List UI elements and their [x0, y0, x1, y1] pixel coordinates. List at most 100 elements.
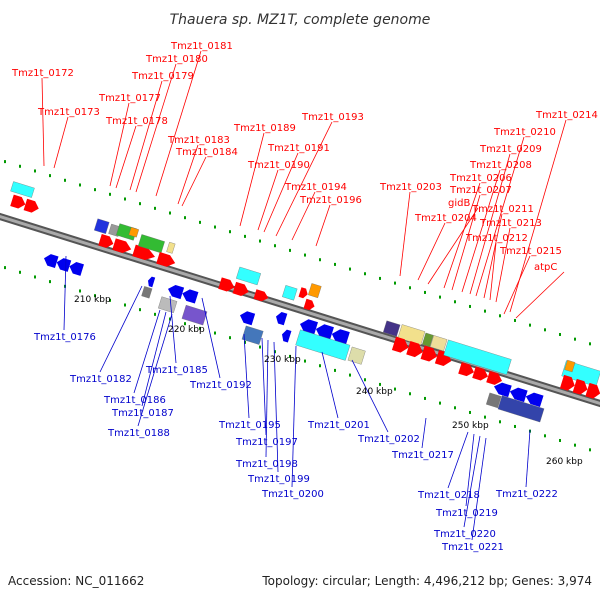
label-connector: [291, 345, 297, 488]
forward-tick: [199, 220, 201, 224]
gene-label[interactable]: Tmz1t_0209: [479, 144, 542, 155]
gene-label[interactable]: Tmz1t_0202: [357, 434, 420, 445]
label-connector: [503, 255, 531, 315]
gene-label[interactable]: Tmz1t_0206: [449, 173, 512, 184]
gene-label[interactable]: Tmz1t_0172: [11, 68, 74, 79]
forward-tick: [394, 281, 396, 285]
gene-label[interactable]: Tmz1t_0192: [189, 380, 252, 391]
label-connector: [525, 429, 531, 488]
gene-label[interactable]: Tmz1t_0186: [103, 395, 166, 406]
gene-label[interactable]: Tmz1t_0221: [441, 542, 504, 553]
gene-block: [236, 266, 261, 286]
forward-tick: [334, 262, 336, 266]
gene-label[interactable]: Tmz1t_0220: [433, 529, 496, 540]
reverse-tick: [34, 275, 36, 279]
gene-label[interactable]: Tmz1t_0194: [284, 182, 347, 193]
gene-label[interactable]: Tmz1t_0177: [98, 93, 161, 104]
gene-label[interactable]: Tmz1t_0217: [391, 450, 454, 461]
label-connector: [515, 271, 565, 319]
gene-label[interactable]: Tmz1t_0181: [170, 41, 233, 52]
gene-label[interactable]: Tmz1t_0191: [267, 143, 330, 154]
label-connector: [243, 333, 250, 419]
forward-tick: [289, 248, 291, 252]
forward-tick: [169, 211, 171, 215]
label-connector: [463, 435, 481, 528]
gene-arrow: [112, 238, 132, 254]
scale-label: 250 kbp: [452, 421, 489, 431]
scale-label: 260 kbp: [546, 457, 583, 467]
gene-label[interactable]: Tmz1t_0215: [499, 246, 562, 257]
label-connector: [129, 80, 163, 191]
gene-arrow: [298, 287, 308, 299]
label-connector: [133, 309, 161, 394]
gene-label[interactable]: Tmz1t_0196: [299, 195, 362, 206]
gene-label[interactable]: gidB: [448, 198, 470, 209]
reverse-tick: [289, 354, 291, 358]
gene-features: [10, 181, 600, 423]
gene-label[interactable]: Tmz1t_0183: [167, 135, 230, 146]
gene-label[interactable]: Tmz1t_0188: [107, 428, 170, 439]
gene-label[interactable]: Tmz1t_0214: [535, 110, 598, 121]
gene-label[interactable]: Tmz1t_0184: [175, 147, 238, 158]
forward-tick: [139, 202, 141, 206]
gene-label[interactable]: Tmz1t_0185: [145, 365, 208, 376]
gene-label[interactable]: Tmz1t_0219: [435, 508, 498, 519]
gene-block: [430, 335, 448, 352]
reverse-tick: [259, 345, 261, 349]
gene-label[interactable]: Tmz1t_0211: [471, 204, 534, 215]
gene-label[interactable]: Tmz1t_0204: [414, 213, 477, 224]
forward-tick: [34, 169, 36, 173]
gene-block: [138, 234, 165, 254]
gene-label[interactable]: Tmz1t_0178: [105, 116, 168, 127]
gene-label[interactable]: atpC: [534, 262, 557, 273]
forward-tick: [424, 290, 426, 294]
gene-arrow: [458, 362, 503, 385]
gene-block: [295, 329, 351, 361]
gene-label[interactable]: Tmz1t_0195: [218, 420, 281, 431]
gene-block: [383, 320, 401, 337]
label-connector: [321, 351, 339, 419]
gene-label[interactable]: Tmz1t_0193: [301, 112, 364, 123]
label-connector: [169, 295, 177, 364]
gene-label[interactable]: Tmz1t_0190: [247, 160, 310, 171]
gene-arrow: [44, 254, 84, 276]
gene-label[interactable]: Tmz1t_0208: [469, 160, 532, 171]
gene-label[interactable]: Tmz1t_0179: [131, 71, 194, 82]
forward-tick: [94, 188, 96, 192]
forward-tick: [349, 267, 351, 271]
gene-label[interactable]: Tmz1t_0197: [235, 437, 298, 448]
gene-arrow: [253, 289, 269, 302]
gene-label[interactable]: Tmz1t_0198: [235, 459, 298, 470]
gene-label[interactable]: Tmz1t_0207: [449, 185, 512, 196]
gene-block: [443, 339, 512, 375]
gene-label[interactable]: Tmz1t_0213: [479, 218, 542, 229]
gene-label[interactable]: Tmz1t_0201: [307, 420, 370, 431]
gene-label[interactable]: Tmz1t_0176: [33, 332, 96, 343]
gene-label[interactable]: Tmz1t_0199: [247, 474, 310, 485]
gene-label[interactable]: Tmz1t_0218: [417, 490, 480, 501]
label-connector: [141, 311, 167, 407]
gene-block: [486, 392, 502, 409]
forward-tick: [379, 276, 381, 280]
gene-label[interactable]: Tmz1t_0200: [261, 489, 324, 500]
label-connector: [263, 152, 299, 233]
reverse-tick: [109, 298, 111, 302]
gene-label[interactable]: Tmz1t_0182: [69, 374, 132, 385]
forward-tick-track: [4, 160, 591, 346]
label-connector: [135, 63, 177, 193]
gene-label[interactable]: Tmz1t_0187: [111, 408, 174, 419]
gene-label[interactable]: Tmz1t_0173: [37, 107, 100, 118]
gene-label[interactable]: Tmz1t_0180: [145, 54, 208, 65]
gene-label[interactable]: Tmz1t_0222: [495, 489, 558, 500]
genome-summary-text: Topology: circular; Length: 4,496,212 bp…: [262, 574, 592, 588]
label-connector: [137, 313, 173, 427]
gene-block: [166, 241, 176, 254]
gene-label[interactable]: Tmz1t_0189: [233, 123, 296, 134]
label-connector: [201, 297, 221, 379]
gene-label[interactable]: Tmz1t_0212: [465, 233, 528, 244]
reverse-tick: [244, 340, 246, 344]
forward-tick: [439, 295, 441, 299]
label-connector: [351, 359, 389, 433]
gene-label[interactable]: Tmz1t_0210: [493, 127, 556, 138]
gene-label[interactable]: Tmz1t_0203: [379, 182, 442, 193]
